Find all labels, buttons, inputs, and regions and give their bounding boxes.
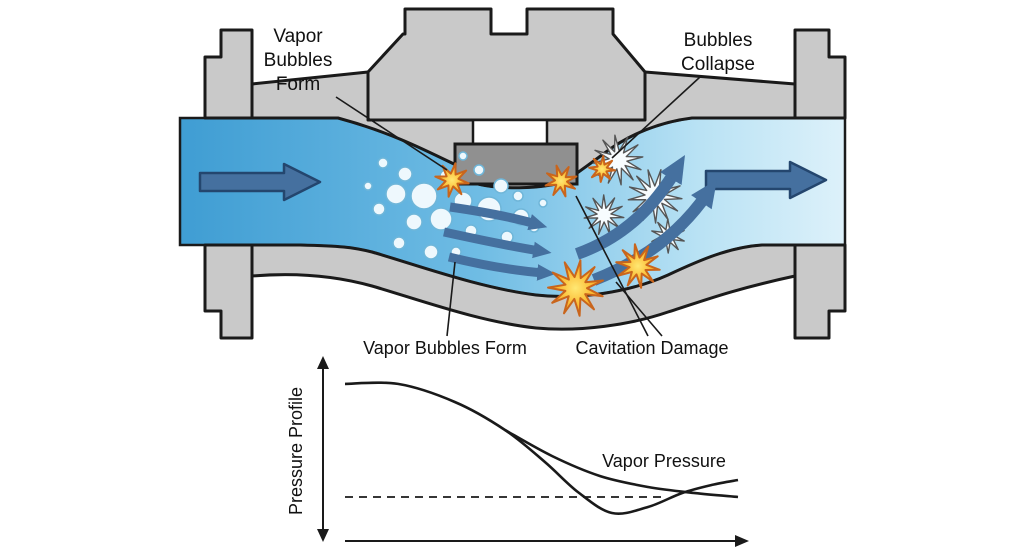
vapor-bubble [473,164,485,176]
pressure-curve-secondary [504,428,739,499]
y-axis-arrow-up [317,356,329,369]
y-axis-label: Pressure Profile [286,387,306,515]
vapor-bubble [392,236,406,250]
label-bubbles-collapse-line2: Collapse [681,54,755,75]
cavitation-burst [544,164,578,198]
label-vapor-bubbles-form-top-line3: Form [276,74,320,95]
y-axis-arrow-down [317,529,329,542]
vapor-bubble [372,202,386,216]
x-axis-arrow [735,535,749,547]
leader-vapor-bubbles-bottom [446,261,456,337]
label-bubbles-collapse-line1: Bubbles [684,30,753,51]
jet-arrow [447,252,556,281]
pressure-curve-main [344,381,739,515]
vapor-bubble [405,213,423,231]
vapor-bubble [397,166,413,182]
recovery-arrow [574,154,686,260]
bonnet [366,7,647,122]
vapor-bubble [423,244,439,260]
leader-vapor-bubbles-top [335,96,448,171]
vapor-bubble [512,190,524,202]
cavitation-burst [547,259,604,317]
pressure-profile-chart: Pressure Profile Vapor Pressure [286,356,749,547]
cavitation-bursts [434,155,661,317]
plug-assembly [453,118,579,186]
diagram-labels: Vapor Bubbles Form Bubbles Collapse Vapo… [264,26,755,358]
vapor-bubble [538,198,548,208]
leader-cavitation-damage-2 [615,281,663,337]
vapor-pressure-label: Vapor Pressure [602,451,726,471]
vapor-bubble [429,207,453,231]
vapor-bubble [410,182,438,210]
label-vapor-bubbles-form-bottom: Vapor Bubbles Form [363,338,527,358]
collapse-mark [592,134,644,186]
left-flange-bottom [203,243,254,340]
inlet-flow-arrow [198,162,322,202]
vapor-bubble [363,181,373,191]
jet-arrow [443,227,552,259]
leader-bubbles-collapse [611,76,701,159]
vapor-bubble [493,178,509,194]
cavitation-burst [615,243,661,289]
vapor-bubble [385,183,407,205]
label-vapor-bubbles-form-top-line2: Bubbles [264,50,333,71]
right-flange-bottom [793,243,847,340]
cavitation-burst [434,162,470,198]
label-cavitation-damage: Cavitation Damage [575,338,728,358]
outlet-flow-arrow [704,160,828,200]
recovery-arrow [591,179,717,286]
vapor-bubble [377,157,389,169]
leader-lines [335,76,701,337]
collapse-mark [583,194,625,236]
flow-arrows [198,154,828,286]
stem-guide [471,118,549,146]
right-flange-top [793,28,847,120]
leader-cavitation-damage-1 [575,195,649,337]
cavitation-burst [588,155,616,183]
left-flange-top [203,28,254,120]
label-vapor-bubbles-form-top-line1: Vapor [273,26,323,47]
vapor-bubble [458,151,468,161]
jet-arrow [449,202,548,231]
